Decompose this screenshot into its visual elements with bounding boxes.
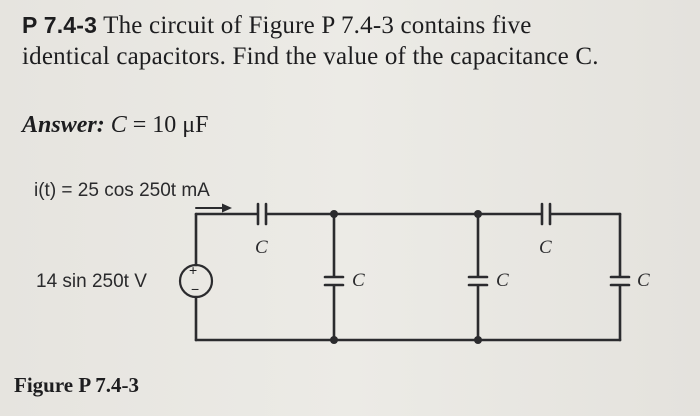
capacitor-5-label: C [637,270,650,291]
capacitor-2-label: C [352,270,365,291]
answer-label: Answer: [22,112,105,138]
capacitor-3-label: C [496,270,509,291]
voltage-source-icon [178,263,214,299]
capacitor-1-label: C [255,237,268,258]
problem-number: P 7.4-3 [22,12,98,38]
answer-line: Answer: C = 10 μF [22,112,208,139]
node-top-a [330,210,338,218]
source-plus-sign: + [189,262,198,278]
answer-value: = 10 μF [132,112,209,138]
current-arrow-head-icon [222,203,232,213]
problem-text-line2: identical capacitors. Find the value of … [22,43,599,70]
capacitor-4-label: C [539,237,552,258]
current-label: i(t) = 25 cos 250t mA [34,180,210,201]
problem-text-line1: The circuit of Figure P 7.4-3 contains f… [103,12,532,39]
node-bottom-a [330,336,338,344]
figure-caption: Figure P 7.4-3 [14,373,140,397]
answer-variable: C [110,112,127,138]
node-top-b [474,210,482,218]
node-bottom-b [474,336,482,344]
source-minus-sign: − [191,281,200,297]
source-voltage-label: 14 sin 250t V [36,271,147,292]
problem-statement: P 7.4-3 The circuit of Figure P 7.4-3 co… [22,10,682,72]
